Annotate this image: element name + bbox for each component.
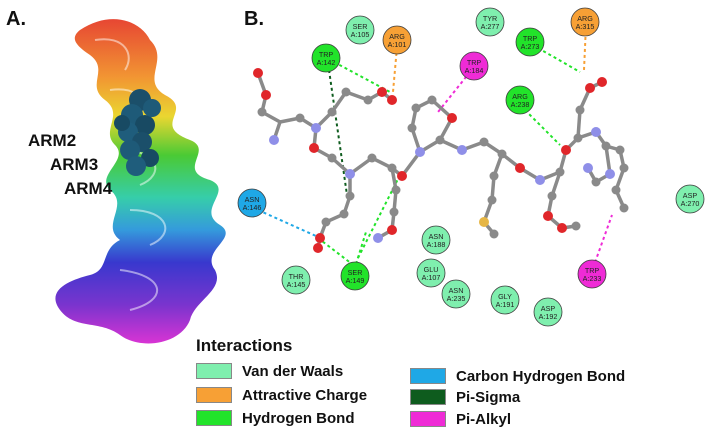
residue-number: A:273 — [521, 42, 540, 51]
residue-name: TRP — [319, 50, 334, 59]
residue-number: A:238 — [511, 100, 530, 109]
legend-swatch — [196, 410, 232, 426]
residue-number: A:188 — [427, 240, 446, 249]
legend-label: Van der Waals — [242, 362, 344, 380]
hbond-line — [333, 61, 391, 93]
residue-number: A:146 — [243, 203, 262, 212]
residue-number: A:142 — [317, 58, 336, 67]
residue-name: GLU — [424, 265, 439, 274]
legend-item-pi-alkyl: Pi-Alkyl — [410, 409, 511, 429]
residue-name: ARG — [577, 14, 593, 23]
residue-number: A:149 — [346, 276, 365, 285]
legend-swatch — [410, 368, 446, 384]
legend-item-attractive-charge: Attractive Charge — [196, 385, 367, 405]
ligand-bonds — [256, 71, 626, 250]
legend-item-hydrogen-bond: Hydrogen Bond — [196, 408, 355, 428]
hbond-line — [317, 237, 353, 265]
pialkyl-line — [437, 71, 471, 113]
residue-number: A:235 — [447, 294, 466, 303]
legend-swatch — [196, 387, 232, 403]
residue-name: THR — [289, 272, 304, 281]
chb-line — [257, 209, 317, 237]
residue-name: ASP — [683, 191, 698, 200]
legend-label: Hydrogen Bond — [242, 409, 355, 427]
legend-label: Attractive Charge — [242, 386, 368, 404]
residue-number: A:270 — [681, 199, 700, 208]
ligand-spheres — [114, 89, 161, 176]
legend-label: Pi-Sigma — [456, 388, 521, 406]
hbond-line — [537, 47, 581, 73]
residue-name: ARG — [389, 32, 405, 41]
legend-item-van-der-waals: Van der Waals — [196, 361, 343, 381]
residue-number: A:145 — [287, 280, 306, 289]
residue-number: A:107 — [422, 273, 441, 282]
panel-b-label: B. — [244, 8, 264, 30]
arm3-label: ARM3 — [50, 155, 99, 174]
panel-a-label: A. — [6, 8, 26, 30]
legend-swatch — [410, 389, 446, 405]
residue-number: A:315 — [576, 22, 595, 31]
pialkyl-line — [592, 214, 613, 269]
residue-name: TRP — [585, 266, 600, 275]
ligand-atoms — [253, 68, 629, 253]
residue-name: ASN — [429, 232, 444, 241]
hbond-line — [355, 231, 367, 265]
legend-label: Carbon Hydrogen Bond — [456, 367, 626, 385]
residue-number: A:191 — [496, 300, 515, 309]
residue-name: TRP — [523, 34, 538, 43]
residue-number: A:184 — [465, 66, 484, 75]
legend-item-carbon-hydrogen-bond: Carbon Hydrogen Bond — [410, 366, 625, 386]
residue-name: SER — [353, 22, 368, 31]
arm2-label: ARM2 — [28, 131, 77, 150]
residue-number: A:105 — [351, 30, 370, 39]
legend-label: Pi-Alkyl — [456, 410, 512, 428]
residue-name: ASN — [245, 195, 260, 204]
residue-number: A:192 — [539, 312, 558, 321]
residue-number: A:277 — [481, 22, 500, 31]
hbond-line — [524, 109, 561, 146]
residue-name: ARG — [512, 92, 528, 101]
legend-item-pi-sigma: Pi-Sigma — [410, 387, 520, 407]
residue-name: TYR — [483, 14, 497, 23]
charge-line — [392, 46, 398, 93]
residue-number: A:233 — [583, 274, 602, 283]
residue-name: GLY — [498, 292, 512, 301]
legend-swatch — [410, 411, 446, 427]
arm4-label: ARM4 — [64, 179, 113, 198]
legend-swatch — [196, 363, 232, 379]
residue-name: TRP — [467, 58, 482, 67]
residue-number: A:101 — [388, 40, 407, 49]
legend-title: Interactions — [196, 336, 293, 355]
residue-name: ASN — [449, 286, 464, 295]
residue-name: SER — [348, 268, 363, 277]
residue-name: ASP — [541, 304, 556, 313]
protein-ribbon-structure — [55, 19, 226, 344]
